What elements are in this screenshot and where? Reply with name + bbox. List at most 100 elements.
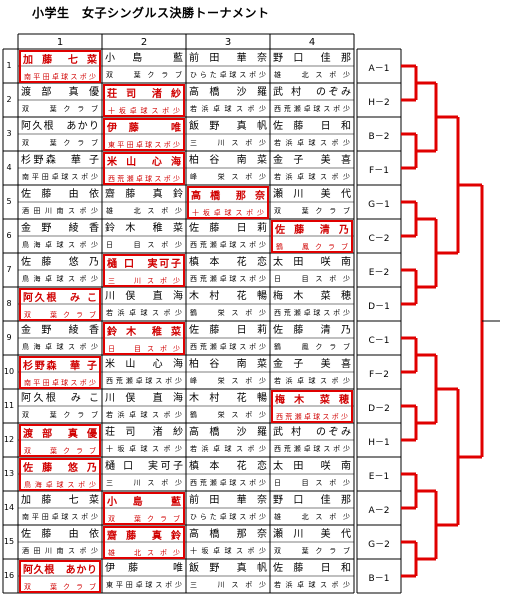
player-club: 若浜卓球スポ少 <box>274 139 350 147</box>
bracket-code: D－2 <box>368 404 390 414</box>
player-club: 若浜卓球スポ少 <box>190 105 266 113</box>
player-cell: 佐 藤 日 和若浜卓球スポ少 <box>271 118 353 151</box>
player-club: 双 葉クラブ <box>22 411 98 419</box>
player-cell: 佐 藤 清 乃鶴 鳳クラブ <box>271 322 353 355</box>
player-name: 鈴 木 稚 菜 <box>107 327 181 338</box>
bracket-code: E－2 <box>368 268 390 278</box>
player-name: 金 子 美 喜 <box>273 155 351 166</box>
player-club: 西荒瀬卓球スポ少 <box>106 377 182 385</box>
player-club: 鶴 鳳クラブ <box>274 343 350 351</box>
player-name: 渡 部 真 優 <box>21 87 99 98</box>
row-number: 1 <box>6 61 12 70</box>
player-club: 酒田川南スポ少 <box>22 207 98 215</box>
player-name: 佐 藤 悠 乃 <box>23 463 97 474</box>
player-name: 小 島 藍 <box>107 497 181 508</box>
player-name: 高 橋 那 奈 <box>191 191 265 202</box>
winner-cell: 伊 藤 唯東平田卓球スポ少 <box>103 118 185 151</box>
bracket-code: A－2 <box>368 506 390 516</box>
player-cell: 佐 藤 日 莉西荒瀬卓球スポ少 <box>187 322 269 355</box>
player-name: 阿久根 み こ <box>21 393 99 404</box>
player-club: 若浜卓球スポ少 <box>274 581 350 589</box>
player-name: 樋 口 実可子 <box>107 259 181 270</box>
row-number: 5 <box>6 197 12 206</box>
player-cell: 武 村 のぞみ西荒瀬卓球スポ少 <box>271 424 353 457</box>
player-cell: 米 山 心 海西荒瀬卓球スポ少 <box>103 356 185 389</box>
player-cell: 小 島 藍双 葉クラブ <box>103 50 185 83</box>
player-club: 西荒瀬卓球スポ少 <box>190 241 266 249</box>
player-name: 加 藤 七 菜 <box>23 55 97 66</box>
player-name: 佐 藤 日 和 <box>273 121 351 132</box>
bracket-code: H－1 <box>368 438 390 448</box>
player-club: 双 葉クラブ <box>108 515 180 523</box>
player-cell: 佐 藤 由 依酒田川南スポ少 <box>19 186 101 219</box>
winner-cell: 鈴 木 稚 菜日 目スポ少 <box>103 322 185 355</box>
player-cell: 瀬 川 美 代双 葉クラブ <box>271 526 353 559</box>
player-cell: 高 橋 那 奈十坂卓球スポ少 <box>187 526 269 559</box>
player-name: 高 橋 那 奈 <box>189 529 267 540</box>
player-club: 若浜卓球スポ少 <box>190 445 266 453</box>
player-club: 若浜卓球スポ少 <box>106 411 182 419</box>
player-name: 阿久根 あかり <box>21 121 99 132</box>
player-name: 槙 本 花 恋 <box>189 461 267 472</box>
winner-cell: 阿久根 み こ双 葉クラブ <box>19 288 101 321</box>
player-club: 双 葉クラブ <box>24 447 96 455</box>
bracket-code: A－1 <box>368 64 390 74</box>
player-name: 柏 谷 南 菜 <box>189 155 267 166</box>
player-club: 南平田卓球スポ少 <box>22 513 98 521</box>
player-name: 木 村 花 暢 <box>189 291 267 302</box>
player-club: 南平田卓球スポ少 <box>22 173 98 181</box>
player-name: 梅 木 菜 穂 <box>273 291 351 302</box>
player-cell: 鈴 木 稚 菜日 目スポ少 <box>103 220 185 253</box>
bracket-code: G－1 <box>368 200 390 210</box>
player-name: 前 田 華 奈 <box>189 53 267 64</box>
player-club: 日 目スポ少 <box>106 241 182 249</box>
player-cell: 前 田 華 奈ひらた卓球スポ少 <box>187 50 269 83</box>
player-name: 金 野 綾 香 <box>21 223 99 234</box>
player-cell: 金 野 綾 香鳥海卓球スポ少 <box>19 322 101 355</box>
player-cell: 金 野 綾 香鳥海卓球スポ少 <box>19 220 101 253</box>
player-club: 東平田卓球スポ少 <box>108 141 180 149</box>
player-club: 三 川スポ少 <box>190 581 266 589</box>
player-name: 鈴 木 稚 菜 <box>105 223 183 234</box>
player-name: 武 村 のぞみ <box>273 87 351 98</box>
player-club: 鳥海卓球スポ少 <box>22 241 98 249</box>
player-cell: 加 藤 七 菜南平田卓球スポ少 <box>19 492 101 525</box>
player-name: 佐 藤 清 乃 <box>275 225 349 236</box>
player-cell: 太 田 咲 南日 目スポ少 <box>271 254 353 287</box>
row-number: 6 <box>6 231 12 240</box>
row-number: 11 <box>3 401 15 410</box>
player-club: 西荒瀬卓球スポ少 <box>274 309 350 317</box>
bracket-code: D－1 <box>368 302 390 312</box>
player-club: 十坂卓球スポ少 <box>106 445 182 453</box>
player-cell: 杉野森 華 子南平田卓球スポ少 <box>19 152 101 185</box>
player-club: 双 葉クラブ <box>24 583 96 591</box>
player-cell: 前 田 華 奈ひらた卓球スポ少 <box>187 492 269 525</box>
player-cell: 佐 藤 由 依酒田川南スポ少 <box>19 526 101 559</box>
player-club: 若浜卓球スポ少 <box>274 377 350 385</box>
column-header: 4 <box>308 37 316 48</box>
player-name: 太 田 咲 南 <box>273 461 351 472</box>
player-name: 阿久根 あかり <box>23 565 97 576</box>
bracket-code: G－2 <box>368 540 390 550</box>
player-cell: 梅 木 菜 穂西荒瀬卓球スポ少 <box>271 288 353 321</box>
player-name: 荘 司 渚 紗 <box>107 89 181 100</box>
row-number: 8 <box>6 299 12 308</box>
player-cell: 野 口 佳 那雄 北スポ少 <box>271 50 353 83</box>
player-name: 佐 藤 悠 乃 <box>21 257 99 268</box>
player-name: 杉野森 華 子 <box>23 361 97 372</box>
player-cell: 武 村 のぞみ西荒瀬卓球スポ少 <box>271 84 353 117</box>
winner-cell: 杉野森 華 子南平田卓球スポ少 <box>19 356 101 389</box>
player-name: 高 橋 沙 羅 <box>189 427 267 438</box>
player-club: 鳥海卓球スポ少 <box>24 481 96 489</box>
player-name: 高 橋 沙 羅 <box>189 87 267 98</box>
player-name: 太 田 咲 南 <box>273 257 351 268</box>
bracket-code: E－1 <box>368 472 390 482</box>
player-name: 瀬 川 美 代 <box>273 529 351 540</box>
row-number: 10 <box>3 367 15 376</box>
player-cell: 金 子 美 喜若浜卓球スポ少 <box>271 356 353 389</box>
player-name: 川 俣 直 海 <box>105 291 183 302</box>
player-name: 加 藤 七 菜 <box>21 495 99 506</box>
player-club: 峰 栄スポ少 <box>190 173 266 181</box>
winner-cell: 梅 木 菜 穂西荒瀬卓球スポ少 <box>271 390 353 423</box>
